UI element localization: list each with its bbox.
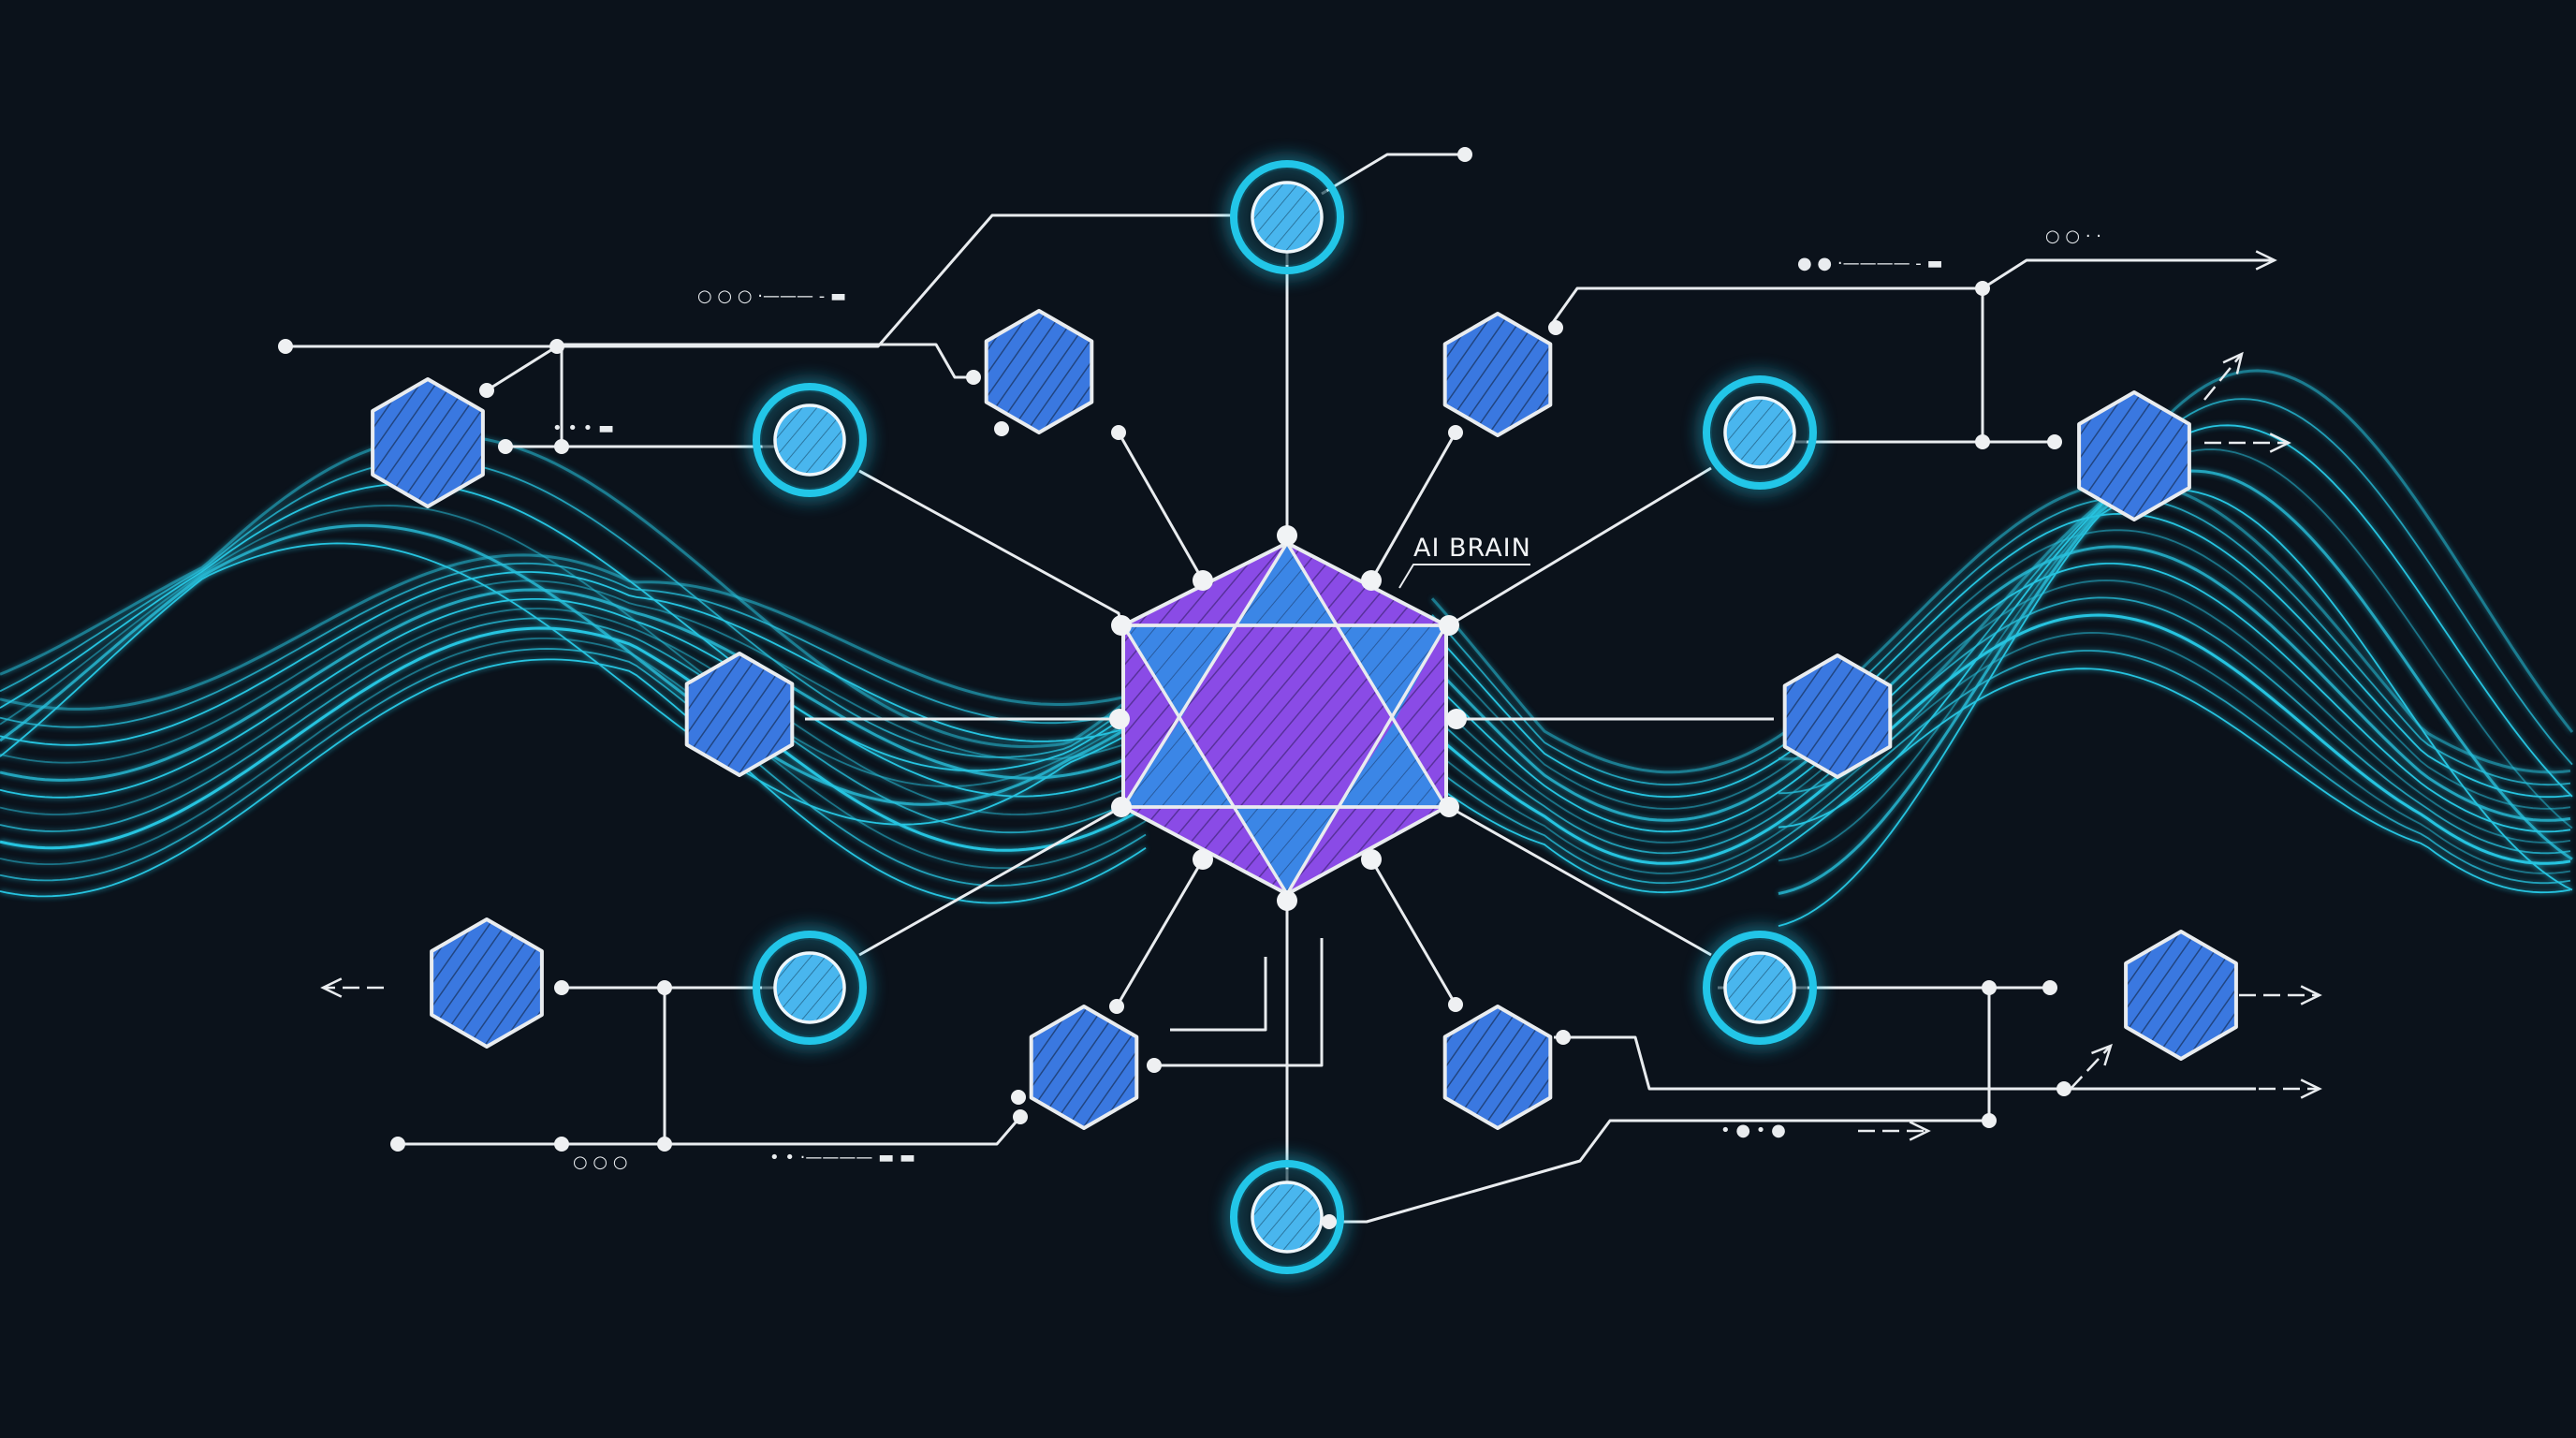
signal-waves xyxy=(0,369,2574,927)
hexagon-nodes xyxy=(371,309,2238,1130)
circle-upper-left[interactable] xyxy=(753,383,867,497)
junction-dots xyxy=(278,147,2071,1229)
circle-upper-right[interactable] xyxy=(1703,375,1817,490)
hex-lower-center-right[interactable] xyxy=(1442,1005,1553,1130)
circle-bottom[interactable] xyxy=(1230,1160,1344,1274)
hex-far-lower-right[interactable] xyxy=(2124,930,2238,1061)
annotation-marks: ○ ○ ○ ·——— - ▬ ● ● ·———— - ▬ ○ ○ · · • • • … xyxy=(552,227,2101,1172)
svg-text:○ ○ ○ ·——— - ▬: ○ ○ ○ ·——— - ▬ xyxy=(697,286,846,306)
svg-text:• • • ▬: • • • ▬ xyxy=(552,418,614,438)
hex-far-upper-left[interactable] xyxy=(371,377,485,508)
svg-text:○ ○ ○: ○ ○ ○ xyxy=(573,1152,628,1172)
ai-brain-label: AI BRAIN xyxy=(1413,534,1531,563)
circle-top[interactable] xyxy=(1230,160,1344,274)
hex-far-upper-right[interactable] xyxy=(2077,390,2191,521)
svg-text:● ● ·———— - ▬: ● ● ·———— - ▬ xyxy=(1797,254,1943,273)
svg-text:○ ○ · ·: ○ ○ · · xyxy=(2045,227,2101,246)
svg-text:• ● • ●: • ● • ● xyxy=(1720,1121,1786,1140)
circle-nodes xyxy=(753,160,1817,1274)
hex-far-lower-left[interactable] xyxy=(430,917,544,1049)
svg-text:• • ·———— ▬ ▬: • • ·———— ▬ ▬ xyxy=(769,1148,915,1167)
hex-mid-right[interactable] xyxy=(1782,653,1893,779)
hex-mid-left[interactable] xyxy=(684,652,795,777)
hex-upper-center-left[interactable] xyxy=(984,309,1094,434)
hex-lower-center-left[interactable] xyxy=(1029,1005,1139,1130)
ai-brain-core[interactable] xyxy=(1109,525,1467,911)
circle-lower-left[interactable] xyxy=(753,931,867,1045)
flow-arrows xyxy=(320,250,2322,1141)
hex-upper-center-right[interactable] xyxy=(1442,312,1553,437)
circle-lower-right[interactable] xyxy=(1703,931,1817,1045)
